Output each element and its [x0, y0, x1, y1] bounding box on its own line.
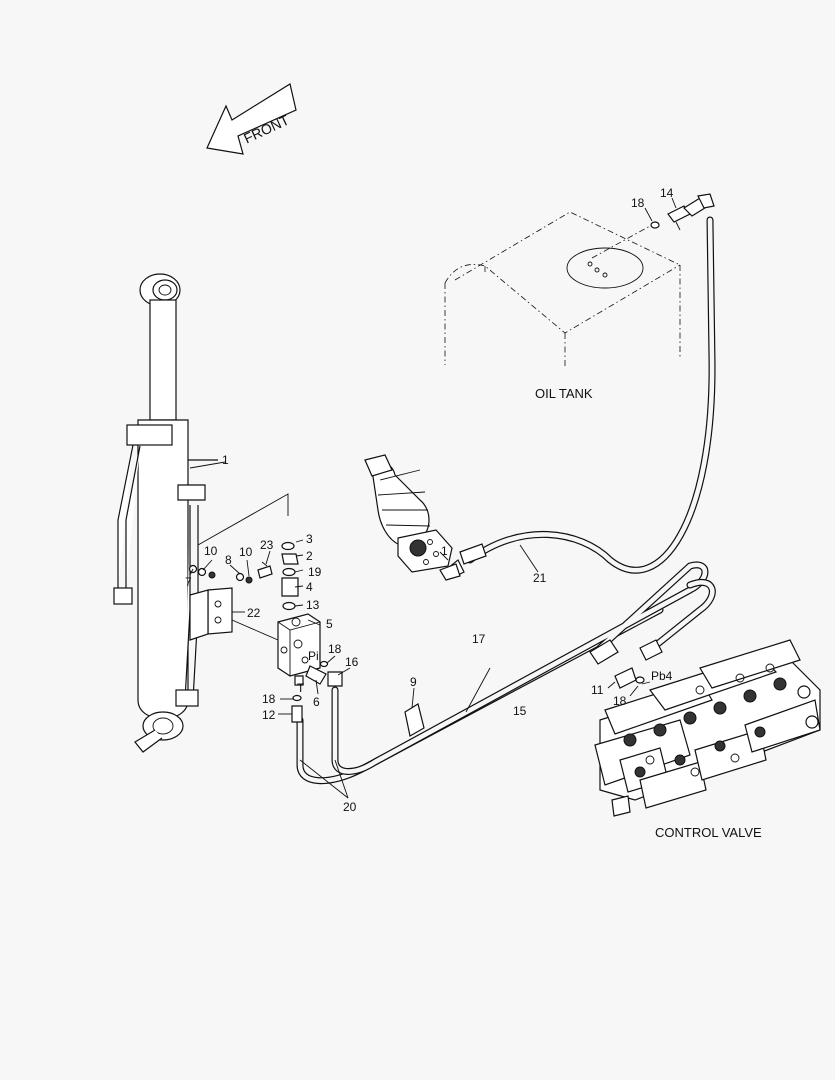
- callout-12: 12: [262, 708, 276, 722]
- callout-10b: 10: [239, 545, 253, 559]
- front-arrow: FRONT: [206, 83, 297, 155]
- callout-17: 17: [472, 632, 486, 646]
- port-pil: Pil: [308, 649, 321, 663]
- tank-return-fitting: [644, 193, 715, 231]
- callout-labels: 1 1 2 3 4 5 6 7 8 9 10 10 11 12 13 14 15…: [185, 186, 674, 814]
- port-pb4: Pb4: [651, 669, 673, 683]
- callout-13: 13: [306, 598, 320, 612]
- callout-21: 21: [533, 571, 547, 585]
- callout-1b: 1: [441, 544, 448, 558]
- callout-16: 16: [345, 655, 359, 669]
- callout-14: 14: [660, 186, 674, 200]
- bracket-22: [189, 493, 289, 641]
- callout-9: 9: [410, 675, 417, 689]
- callout-2: 2: [306, 549, 313, 563]
- callout-1: 1: [222, 453, 229, 467]
- callout-18d: 18: [613, 694, 627, 708]
- callout-5: 5: [326, 617, 333, 631]
- callout-11: 11: [591, 683, 604, 697]
- control-valve: [594, 639, 821, 817]
- port-labels: Pil T Pb4: [297, 649, 673, 695]
- callout-6: 6: [313, 695, 320, 709]
- small-fittings: [188, 561, 273, 584]
- callout-10a: 10: [204, 544, 218, 558]
- callout-3: 3: [306, 532, 313, 546]
- callout-18c: 18: [262, 692, 276, 706]
- oil-tank: OIL TANK: [444, 211, 681, 401]
- callout-4: 4: [306, 580, 313, 594]
- callout-22: 22: [247, 606, 261, 620]
- callout-23: 23: [260, 538, 274, 552]
- callout-leaders: [189, 550, 651, 715]
- callout-15: 15: [513, 704, 527, 718]
- callout-20: 20: [343, 800, 357, 814]
- port-t: T: [297, 681, 305, 695]
- oil-tank-label: OIL TANK: [535, 386, 593, 401]
- callout-8: 8: [225, 553, 232, 567]
- callout-18a: 18: [631, 196, 645, 210]
- hose-21: [447, 216, 716, 579]
- callout-7: 7: [185, 575, 192, 589]
- check-valve-assembly: [277, 539, 343, 723]
- boom-cylinder: [113, 273, 226, 753]
- control-valve-label: CONTROL VALVE: [655, 825, 762, 840]
- callout-19: 19: [308, 565, 322, 579]
- callout-18b: 18: [328, 642, 342, 656]
- hose-15-17: [296, 561, 716, 799]
- pilot-control-valve: [364, 454, 461, 581]
